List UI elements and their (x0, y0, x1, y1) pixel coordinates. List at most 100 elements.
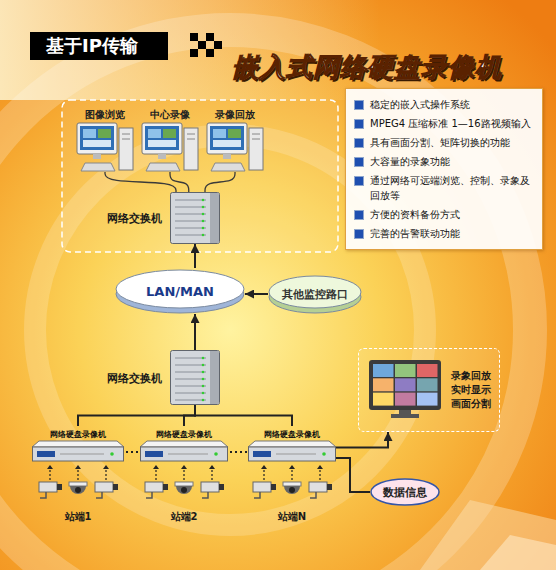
dvr-unit: 网络硬盘录像机 (248, 426, 336, 462)
pc-monitor (77, 123, 117, 154)
signal-arrowhead (209, 465, 215, 469)
oval-outline (371, 479, 439, 505)
camera-lens (327, 484, 332, 490)
switch-label: 网络交换机 (107, 370, 162, 385)
network-cable (205, 172, 235, 192)
pc-keyboard (146, 163, 180, 171)
switch-led (202, 199, 205, 202)
network-switch: 网络交换机 (170, 350, 220, 405)
dvr-led (214, 452, 218, 456)
signal-arrowhead (317, 465, 323, 469)
split-cell (417, 393, 438, 406)
camera-lens (163, 484, 168, 490)
switch-slot (175, 400, 206, 401)
switch-icon (170, 350, 220, 405)
checker-square (206, 33, 214, 41)
camera (201, 465, 224, 498)
camera-lens (113, 484, 118, 490)
dome-base (175, 482, 193, 486)
connector-line (78, 405, 195, 426)
pc-tower (119, 128, 133, 170)
signal-arrow (211, 468, 212, 480)
bullet-square (354, 119, 364, 129)
camera (283, 465, 301, 494)
dvr-icon (32, 440, 124, 462)
pc-slot (122, 139, 130, 140)
camera-body (309, 482, 327, 492)
camera-bracket (254, 492, 260, 498)
switch-led (202, 357, 205, 360)
feature-item: 稳定的嵌入式操作系统 (354, 97, 534, 112)
signal-arrow (291, 468, 292, 480)
dome-lens (75, 487, 81, 493)
computer-label: 图像浏览 (73, 108, 137, 121)
pc-stand (93, 154, 101, 159)
monitor-icon (369, 360, 441, 418)
checker-square (190, 49, 198, 57)
connector-line (336, 458, 370, 492)
switch-slot (175, 207, 206, 208)
dvr-top (140, 441, 228, 447)
camera (69, 465, 87, 494)
screen-image (213, 140, 241, 147)
camera-bracket (96, 492, 102, 498)
signal-arrowhead (47, 465, 53, 469)
decor-slab (480, 535, 556, 570)
camera-lens (219, 484, 224, 490)
feature-text: 完善的告警联动功能 (370, 226, 460, 241)
dvr-icon (248, 440, 336, 462)
dvr-led (110, 452, 114, 456)
pc-screen (210, 126, 244, 150)
more-dots (126, 451, 139, 453)
switch-led (202, 371, 205, 374)
dvr-top (248, 441, 336, 447)
signal-arrowhead (75, 465, 81, 469)
connector-line (184, 405, 195, 426)
camera-body (253, 482, 271, 492)
checker (190, 33, 222, 57)
dvr-label: 网络硬盘录像机 (32, 429, 124, 440)
pc-slot (187, 139, 195, 140)
signal-arrow (155, 468, 156, 480)
split-cell (417, 378, 438, 391)
signal-arrow (263, 468, 264, 480)
switch-led (202, 227, 205, 230)
pc-keyboard (81, 163, 115, 171)
computer-icon (140, 122, 200, 172)
bullet-square (354, 210, 364, 220)
camera-body (39, 482, 57, 492)
switch-slot (175, 372, 206, 373)
display-text: 录象回放 实时显示 画面分割 (451, 369, 493, 411)
switch-slot (175, 358, 206, 359)
feature-item: MPEG4 压缩标准 1—16路视频输入 (354, 116, 534, 131)
feature-text: 稳定的嵌入式操作系统 (370, 97, 470, 112)
pc-stand (223, 154, 231, 159)
computer-icon (205, 122, 265, 172)
checker-square (206, 49, 214, 57)
bullet-square (354, 157, 364, 167)
feature-text: 通过网络可远端浏览、控制、录象及回放等 (370, 173, 534, 203)
split-cell (395, 364, 416, 377)
split-cell (373, 393, 394, 406)
computer-label: 录像回放 (203, 108, 267, 121)
split-cell (395, 393, 416, 406)
dvr-label: 网络硬盘录像机 (248, 429, 336, 440)
screen-image (98, 129, 111, 138)
computer-node: 录像回放 (203, 108, 267, 172)
camera-bracket (310, 492, 316, 498)
screen-image (163, 129, 176, 138)
switch-label: 网络交换机 (107, 211, 162, 226)
switch-led (202, 213, 205, 216)
pc-slot (252, 139, 260, 140)
pc-tower (249, 128, 263, 170)
dvr-top (32, 441, 124, 447)
switch-led (202, 206, 205, 209)
switch-slot (175, 221, 206, 222)
monitor-base (391, 414, 419, 418)
dvr-slot (60, 454, 104, 455)
dvr-unit: 网络硬盘录像机 (32, 426, 124, 462)
computer-label: 中心录像 (138, 108, 202, 121)
pc-slot (122, 134, 130, 135)
dome-lens (289, 487, 295, 493)
